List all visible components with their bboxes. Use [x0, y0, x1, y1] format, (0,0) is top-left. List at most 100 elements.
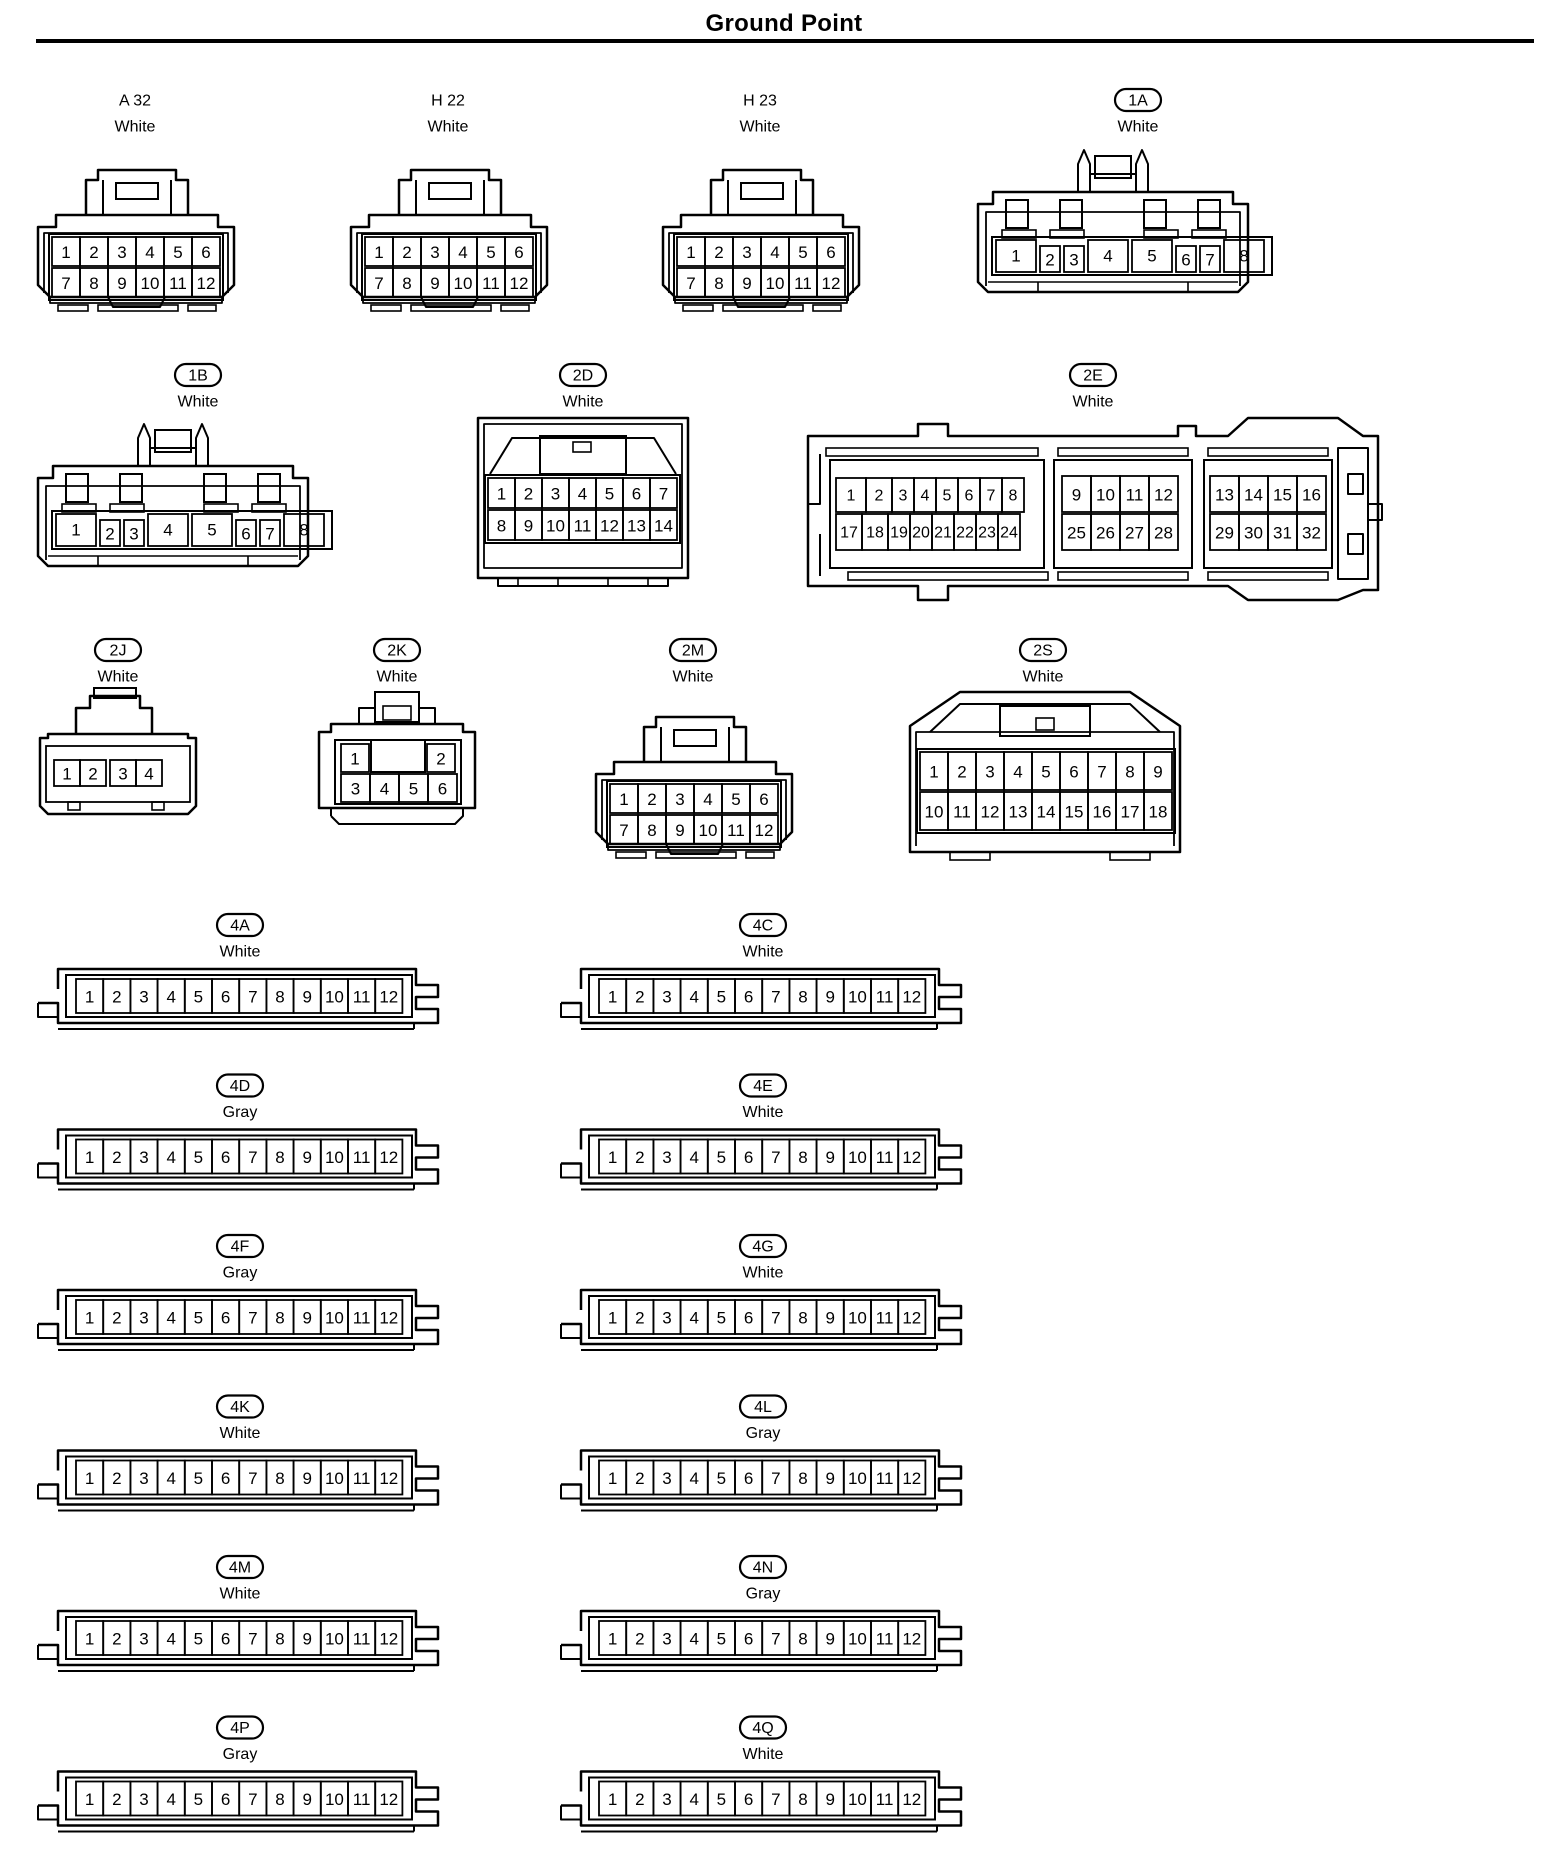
pin-number: 4 [144, 765, 153, 784]
pin-number: 3 [899, 488, 908, 505]
pin-number: 9 [825, 988, 834, 1007]
pin-number: 3 [662, 1309, 671, 1328]
housing-outline [660, 727, 730, 762]
pin-cell [816, 236, 846, 267]
pin-number: 1 [350, 750, 359, 769]
connector-id: 4D [230, 1078, 250, 1095]
pin-number: 4 [166, 1309, 175, 1328]
rib [151, 801, 165, 811]
pin-cell [749, 783, 779, 814]
pin-number: 8 [798, 1469, 807, 1488]
housing-outline [1135, 149, 1149, 192]
pin-number: 3 [118, 765, 127, 784]
housing-outline [37, 1484, 58, 1500]
pin-cell [1296, 513, 1327, 551]
pin-number: 16 [1093, 803, 1112, 822]
pin-number: 9 [825, 1309, 834, 1328]
pin-number: 17 [1121, 803, 1140, 822]
pin-number: 1 [686, 243, 695, 262]
pin-number: 12 [379, 1309, 398, 1328]
pin-number: 10 [848, 1469, 867, 1488]
housing-outline [195, 423, 209, 466]
connector-id: 4K [230, 1399, 250, 1416]
pin-number: 10 [848, 988, 867, 1007]
slot [1059, 199, 1083, 229]
pin-cell [1199, 245, 1221, 273]
housing-outline [561, 967, 963, 1025]
pin-cell [340, 743, 370, 773]
pin-cell [1143, 791, 1173, 831]
pin-number: 10 [454, 274, 473, 293]
pin-number: 3 [675, 790, 684, 809]
pin-number: 1 [619, 790, 628, 809]
pin-cell [191, 236, 221, 267]
pin-number: 3 [662, 988, 671, 1007]
connector-color: White [178, 394, 219, 411]
pin-number: 4 [163, 521, 172, 540]
pin-number: 8 [714, 274, 723, 293]
pin-number: 10 [325, 1630, 344, 1649]
pin-number: 7 [771, 1790, 780, 1809]
pin-number: 2 [635, 1148, 644, 1167]
pin-number: 11 [353, 1630, 371, 1649]
housing-outline [489, 437, 677, 475]
pin-frame [65, 974, 413, 1018]
pin-number: 31 [1273, 524, 1292, 543]
latch [115, 182, 159, 200]
pin-cell [374, 1138, 404, 1175]
pin-number: 6 [759, 790, 768, 809]
connector-id-badge [215, 1233, 265, 1259]
pin-number: 9 [302, 1469, 311, 1488]
pin-number: 4 [166, 1630, 175, 1649]
pin-number: 1 [847, 488, 856, 505]
pin-number: 2 [112, 1630, 121, 1649]
rib [370, 304, 402, 312]
pin-number: 2 [714, 243, 723, 262]
slot [370, 739, 426, 773]
connector-id: 1B [188, 368, 208, 385]
housing-outline [137, 423, 151, 466]
pin-cell [897, 978, 927, 1014]
pin-number: 1 [608, 1630, 617, 1649]
pin-number: 1 [1011, 247, 1020, 266]
pin-number: 6 [632, 485, 641, 504]
pin-grid [673, 233, 849, 301]
pin-number: 3 [742, 243, 751, 262]
pin-cell [374, 1780, 404, 1817]
pin-number: 10 [325, 1469, 344, 1488]
latch [1035, 717, 1055, 731]
connector-id: 4N [753, 1560, 773, 1577]
pin-number: 5 [717, 1148, 726, 1167]
housing-outline [58, 1023, 415, 1030]
housing-outline [107, 296, 166, 308]
pin-number: 4 [166, 1469, 175, 1488]
connector-color: White [743, 1746, 784, 1763]
pin-number: 1 [608, 1309, 617, 1328]
pin-number: 8 [497, 517, 506, 536]
pin-number: 6 [744, 1309, 753, 1328]
pin-number: 10 [766, 274, 785, 293]
connector-id: 2K [387, 643, 407, 660]
pin-number: 11 [1126, 486, 1144, 505]
connector-color: White [220, 1425, 261, 1442]
connector-id: 4M [229, 1560, 251, 1577]
pin-number: 11 [353, 1469, 371, 1488]
connector-id-badge [93, 637, 143, 663]
pin-number: 14 [654, 517, 673, 536]
pin-number: 10 [325, 1790, 344, 1809]
pin-frame [65, 1295, 413, 1339]
pin-number: 4 [689, 1790, 698, 1809]
pin-cell [897, 1620, 927, 1656]
pin-number: 7 [771, 1469, 780, 1488]
housing-outline [38, 1128, 440, 1185]
pin-number: 2 [635, 1630, 644, 1649]
pin-number: 11 [353, 988, 371, 1007]
pin-number: 2 [105, 525, 114, 544]
pin-number: 11 [353, 1148, 371, 1167]
pin-number: 22 [956, 525, 974, 542]
